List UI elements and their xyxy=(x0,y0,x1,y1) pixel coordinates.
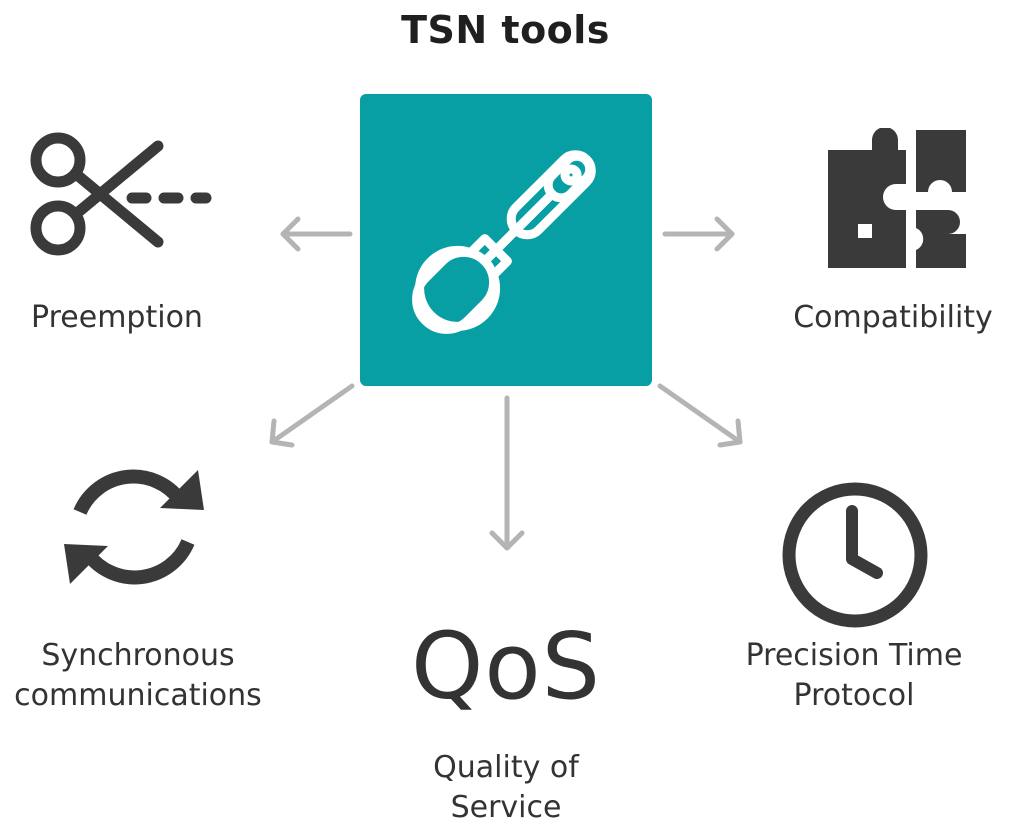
arrow-to-synchronous xyxy=(269,383,355,448)
compatibility-label: Compatibility xyxy=(793,300,993,335)
synchronous-label-line2: communications xyxy=(14,678,262,713)
arrow-to-compatibility xyxy=(662,216,735,252)
sync-icon xyxy=(64,469,204,585)
diagram-title: TSN tools xyxy=(401,8,610,52)
arrow-to-qos xyxy=(489,395,525,551)
qos-label-line2: Service xyxy=(450,790,562,825)
qos-symbol: QoS xyxy=(410,613,602,720)
puzzle-icon xyxy=(828,128,966,268)
preemption-label: Preemption xyxy=(31,300,203,335)
tools-icon xyxy=(412,150,596,334)
synchronous-label-line1: Synchronous xyxy=(41,638,235,673)
tsn-tools-hub xyxy=(360,94,652,386)
arrow-to-preemption xyxy=(280,216,353,252)
clock-icon xyxy=(782,482,928,628)
ptp-label-line2: Protocol xyxy=(793,678,915,713)
ptp-label: Precision Time Protocol xyxy=(716,636,992,716)
qos-label: Quality of Service xyxy=(380,748,632,828)
synchronous-label: Synchronous communications xyxy=(0,636,276,716)
scissors-icon xyxy=(30,132,212,256)
arrow-to-ptp xyxy=(657,383,743,448)
ptp-label-line1: Precision Time xyxy=(745,638,963,673)
qos-label-line1: Quality of xyxy=(433,750,579,785)
